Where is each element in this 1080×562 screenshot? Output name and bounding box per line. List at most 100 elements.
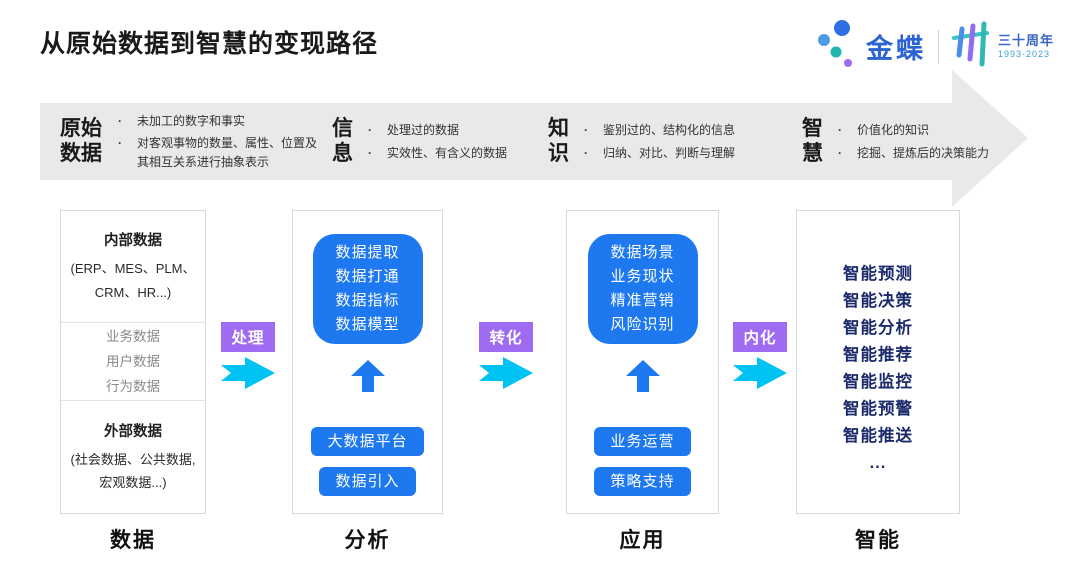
ellipsis-item: ... bbox=[869, 454, 887, 472]
stage-raw-data: 原始数据 · 未加工的数字和事实 · 对客观事物的数量、属性、位置及其相互关系进… bbox=[60, 103, 318, 180]
application-card: 数据场景 业务现状 精准营销 风险识别 bbox=[587, 234, 698, 344]
stage-bullets: · 价值化的知识 · 挖掘、提炼后的决策能力 bbox=[838, 121, 1013, 162]
stage-label: 智慧 bbox=[802, 116, 823, 165]
connector-process: 处理 bbox=[221, 322, 275, 394]
internalize-badge: 内化 bbox=[733, 322, 787, 352]
list-item: 智能推送 bbox=[843, 427, 913, 445]
bullet-item: · 价值化的知识 bbox=[838, 121, 1013, 140]
data-types-section: 业务数据 用户数据 行为数据 bbox=[61, 323, 205, 401]
bullet-dot: · bbox=[838, 145, 842, 160]
section-title: 内部数据 bbox=[104, 233, 162, 250]
anniversary-block: 三十周年 1993-2023 bbox=[998, 33, 1054, 61]
bullet-item: · 挖掘、提炼后的决策能力 bbox=[838, 144, 1013, 163]
stage-label: 知识 bbox=[548, 116, 569, 165]
application-buttons: 业务运营 策略支持 bbox=[567, 427, 718, 496]
stage-label: 原始数据 bbox=[60, 116, 102, 165]
section-subtitle: (社会数据、公共数据, 宏观数据...) bbox=[70, 451, 196, 490]
data-import-button: 数据引入 bbox=[319, 467, 416, 496]
column-application: 数据场景 业务现状 精准营销 风险识别 业务运营 策略支持 应用 bbox=[566, 210, 719, 554]
analysis-buttons: 大数据平台 数据引入 bbox=[293, 427, 442, 496]
arrow-up-icon bbox=[625, 360, 660, 397]
section-subtitle: (ERP、MES、PLM、CRM、HR...) bbox=[70, 261, 196, 300]
big-data-platform-button: 大数据平台 bbox=[311, 427, 424, 456]
bullet-dot: · bbox=[584, 145, 588, 160]
bullet-text: 对客观事物的数量、属性、位置及其相互关系进行抽象表示 bbox=[137, 136, 318, 169]
card-line: 精准营销 bbox=[610, 292, 675, 309]
bullet-text: 归纳、对比、判断与理解 bbox=[603, 145, 736, 160]
list-item: 智能推荐 bbox=[843, 346, 913, 364]
banner-arrow: 原始数据 · 未加工的数字和事实 · 对客观事物的数量、属性、位置及其相互关系进… bbox=[40, 103, 989, 180]
data-type-item: 用户数据 bbox=[106, 354, 160, 369]
column-footer-data: 数据 bbox=[110, 529, 156, 552]
strategy-support-button: 策略支持 bbox=[594, 467, 691, 496]
bullet-item: · 实效性、有含义的数据 bbox=[368, 144, 548, 163]
stage-knowledge: 知识 · 鉴别过的、结构化的信息 · 归纳、对比、判断与理解 bbox=[548, 103, 799, 180]
bullet-item: · 归纳、对比、判断与理解 bbox=[584, 144, 799, 163]
stage-bullets: · 未加工的数字和事实 · 对客观事物的数量、属性、位置及其相互关系进行抽象表示 bbox=[118, 112, 318, 172]
stage-label: 信息 bbox=[332, 116, 353, 165]
column-footer-intelligence: 智能 bbox=[855, 529, 901, 552]
analysis-box: 数据提取 数据打通 数据指标 数据模型 大数据平台 数据引入 bbox=[292, 210, 443, 514]
kingdee-logo: 金蝶 三十周年 1993-2023 bbox=[815, 18, 1054, 75]
section-title: 外部数据 bbox=[104, 423, 162, 440]
bullet-text: 鉴别过的、结构化的信息 bbox=[603, 122, 736, 137]
bullet-dot: · bbox=[118, 136, 122, 151]
bullet-text: 未加工的数字和事实 bbox=[137, 113, 246, 128]
card-line: 数据场景 bbox=[610, 244, 675, 261]
arrow-right-icon bbox=[479, 357, 533, 394]
kingdee-brand-name: 金蝶 bbox=[865, 34, 926, 64]
application-box: 数据场景 业务现状 精准营销 风险识别 业务运营 策略支持 bbox=[566, 210, 719, 514]
external-data-section: 外部数据 (社会数据、公共数据, 宏观数据...) bbox=[61, 401, 205, 513]
data-type-item: 行为数据 bbox=[106, 379, 160, 394]
connector-transform: 转化 bbox=[479, 322, 533, 394]
bullet-text: 实效性、有含义的数据 bbox=[387, 145, 508, 160]
card-line: 数据模型 bbox=[335, 316, 400, 333]
arrow-right-icon bbox=[733, 357, 787, 394]
card-line: 业务现状 bbox=[610, 268, 675, 285]
arrow-up-icon bbox=[350, 360, 385, 397]
page-title: 从原始数据到智慧的变现路径 bbox=[40, 30, 379, 58]
intelligence-box: 智能预测 智能决策 智能分析 智能推荐 智能监控 智能预警 智能推送 ... bbox=[796, 210, 960, 514]
list-item: 智能预测 bbox=[843, 265, 913, 283]
bullet-text: 挖掘、提炼后的决策能力 bbox=[857, 145, 990, 160]
business-operation-button: 业务运营 bbox=[594, 427, 691, 456]
thirty-mark-icon bbox=[951, 21, 989, 72]
bullet-item: · 处理过的数据 bbox=[368, 121, 548, 140]
anniversary-title: 三十周年 bbox=[997, 32, 1054, 48]
stage-information: 信息 · 处理过的数据 · 实效性、有含义的数据 bbox=[332, 103, 548, 180]
column-data: 内部数据 (ERP、MES、PLM、CRM、HR...) 业务数据 用户数据 行… bbox=[60, 210, 206, 554]
card-line: 数据提取 bbox=[335, 244, 400, 261]
transform-badge: 转化 bbox=[479, 322, 533, 352]
card-line: 数据打通 bbox=[335, 268, 400, 285]
bullet-dot: · bbox=[584, 122, 588, 137]
column-analysis: 数据提取 数据打通 数据指标 数据模型 大数据平台 数据引入 分析 bbox=[292, 210, 443, 554]
card-line: 风险识别 bbox=[610, 316, 675, 333]
stage-bullets: · 处理过的数据 · 实效性、有含义的数据 bbox=[368, 121, 548, 162]
analysis-card: 数据提取 数据打通 数据指标 数据模型 bbox=[312, 234, 423, 344]
list-item: 智能监控 bbox=[843, 373, 913, 391]
column-footer-application: 应用 bbox=[619, 529, 666, 552]
bullet-dot: · bbox=[368, 145, 372, 160]
list-item: 智能分析 bbox=[843, 319, 913, 337]
bullet-item: · 对客观事物的数量、属性、位置及其相互关系进行抽象表示 bbox=[118, 134, 318, 171]
bullet-text: 处理过的数据 bbox=[387, 122, 460, 137]
bullet-dot: · bbox=[118, 113, 122, 128]
process-badge: 处理 bbox=[221, 322, 275, 352]
bullet-text: 价值化的知识 bbox=[857, 122, 930, 137]
card-line: 数据指标 bbox=[335, 292, 400, 309]
intelligence-list: 智能预测 智能决策 智能分析 智能推荐 智能监控 智能预警 智能推送 ... bbox=[797, 211, 959, 477]
banner-arrowhead bbox=[952, 70, 1028, 207]
bullet-item: · 鉴别过的、结构化的信息 bbox=[584, 121, 799, 140]
stage-wisdom: 智慧 · 价值化的知识 · 挖掘、提炼后的决策能力 bbox=[802, 103, 1013, 180]
connector-internalize: 内化 bbox=[733, 322, 787, 394]
arrow-right-icon bbox=[221, 357, 275, 394]
column-footer-analysis: 分析 bbox=[344, 529, 391, 552]
logo-divider bbox=[937, 29, 939, 64]
stage-bullets: · 鉴别过的、结构化的信息 · 归纳、对比、判断与理解 bbox=[584, 121, 799, 162]
data-type-item: 业务数据 bbox=[106, 329, 160, 344]
bullet-dot: · bbox=[368, 122, 372, 137]
bullet-item: · 未加工的数字和事实 bbox=[118, 112, 318, 131]
anniversary-years: 1993-2023 bbox=[997, 49, 1051, 59]
internal-data-section: 内部数据 (ERP、MES、PLM、CRM、HR...) bbox=[61, 211, 205, 323]
